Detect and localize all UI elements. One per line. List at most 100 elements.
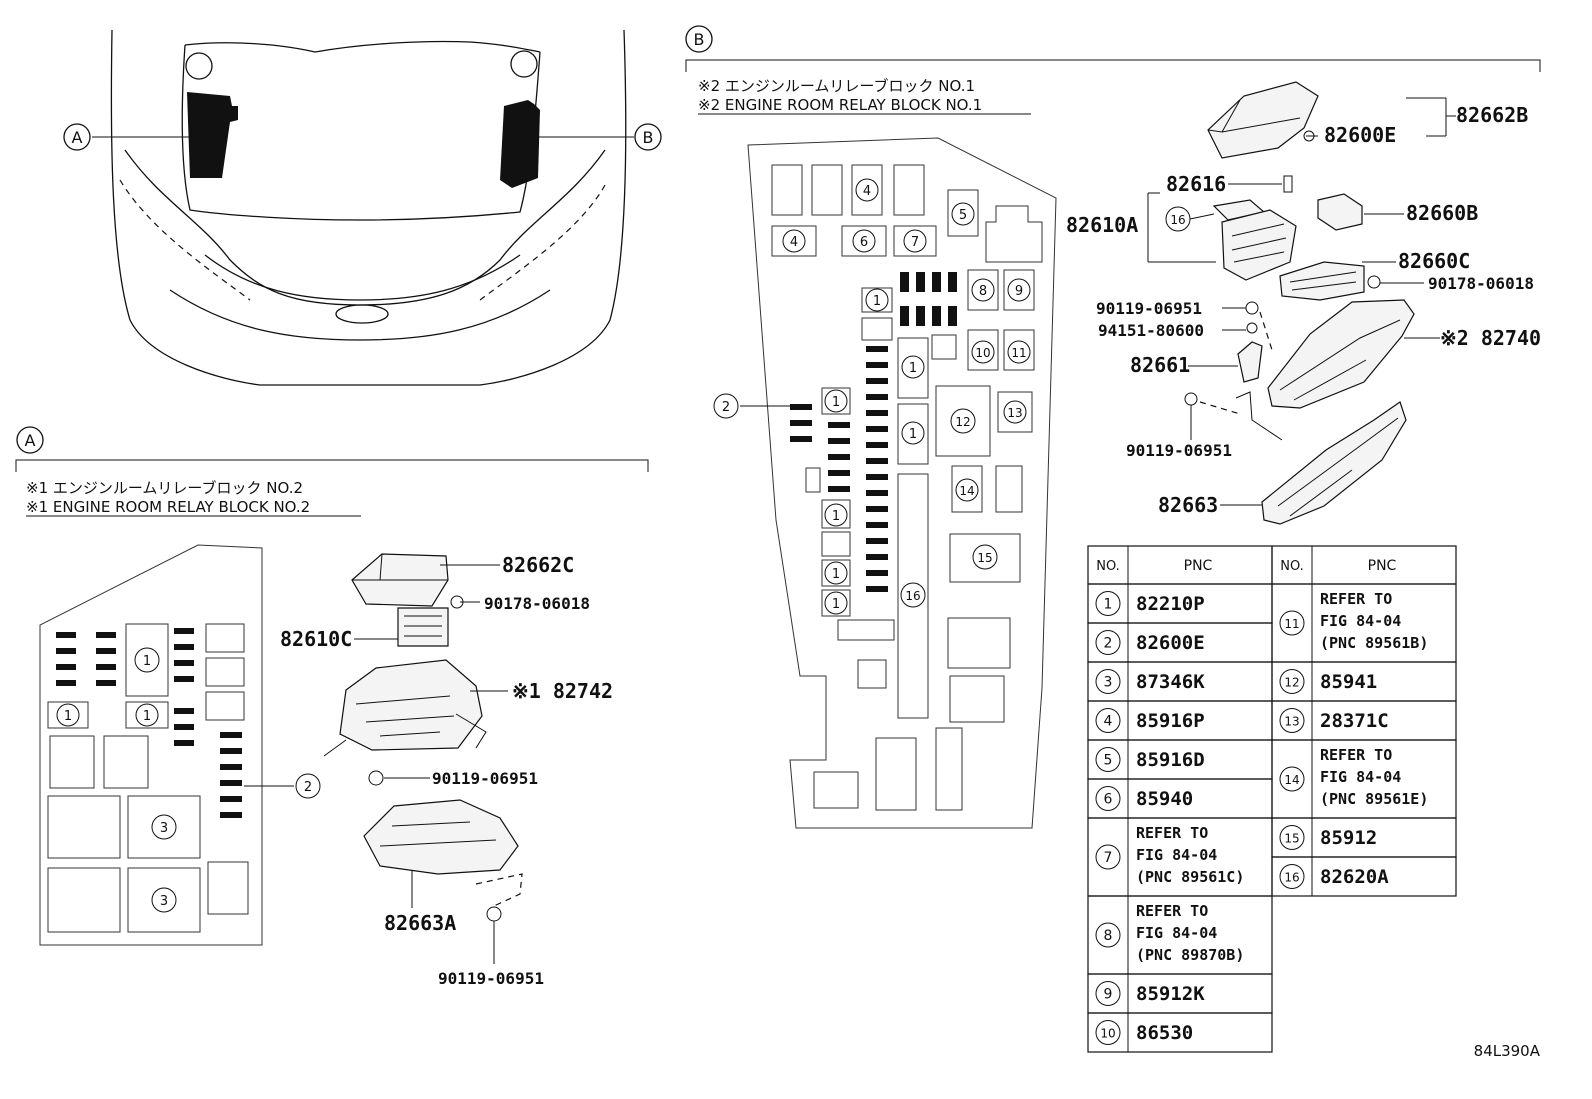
- section-a-note-en: ※1 ENGINE ROOM RELAY BLOCK NO.2: [26, 498, 310, 516]
- section-b-exploded-parts: 16 82662B 82600E 82616 82610A 82660B 826…: [1066, 81, 1541, 525]
- section-b-note-jp: ※2 エンジンルームリレーブロック NO.1: [698, 77, 975, 95]
- part-label: 90119-06951: [438, 969, 544, 988]
- table-no: 4: [1104, 714, 1113, 730]
- table-no: 14: [1284, 773, 1299, 787]
- svg-text:A: A: [25, 431, 36, 450]
- table-no: 2: [1104, 636, 1113, 652]
- table-pnc: 85940: [1136, 788, 1193, 810]
- table-pnc: 85916P: [1136, 710, 1205, 732]
- part-label: 82600E: [1324, 123, 1396, 147]
- svg-text:3: 3: [160, 894, 168, 909]
- table-pnc: (PNC 89870B): [1136, 946, 1244, 964]
- part-label: 90119-06951: [1126, 441, 1232, 460]
- table-no: 7: [1104, 850, 1113, 866]
- svg-text:2: 2: [722, 400, 730, 415]
- svg-text:4: 4: [863, 184, 871, 199]
- svg-text:5: 5: [959, 208, 967, 223]
- callout-b: B: [634, 123, 662, 151]
- part-label: 82662B: [1456, 103, 1528, 127]
- svg-text:16: 16: [1170, 213, 1185, 227]
- car-front-view: [92, 29, 634, 386]
- part-label: ※1 82742: [512, 679, 613, 703]
- table-no: 11: [1284, 617, 1299, 631]
- svg-text:10: 10: [975, 346, 990, 360]
- table-pnc: FIG 84-04: [1136, 924, 1217, 942]
- part-label: 94151-80600: [1098, 321, 1204, 340]
- table-row: 8 REFER TO FIG 84-04 (PNC 89870B): [1087, 895, 1273, 975]
- relay-block-no1-layout: 4 5 4 6 7 8 9 1 10 11 1 2 1 12 13 1 14 1…: [713, 137, 1057, 829]
- part-label: 90119-06951: [1096, 299, 1202, 318]
- table-pnc: 85912: [1320, 827, 1377, 849]
- svg-text:7: 7: [911, 235, 919, 250]
- table-pnc: 28371C: [1320, 710, 1389, 732]
- table-no: 16: [1284, 871, 1299, 885]
- table-header: NO.: [1096, 559, 1120, 574]
- table-header: PNC: [1368, 558, 1397, 574]
- table-pnc: 82620A: [1320, 866, 1389, 888]
- svg-text:1: 1: [832, 567, 840, 582]
- table-row: 4 85916P: [1087, 700, 1273, 741]
- relay-block-no2-layout: 1 1 1 3 3 2: [39, 544, 321, 946]
- table-pnc: FIG 84-04: [1320, 612, 1401, 630]
- svg-text:15: 15: [977, 551, 992, 565]
- table-header: NO.: [1280, 559, 1304, 574]
- svg-text:1: 1: [832, 597, 840, 612]
- section-b-header: B ※2 エンジンルームリレーブロック NO.1 ※2 ENGINE ROOM …: [685, 25, 1541, 115]
- table-no: 5: [1104, 753, 1113, 769]
- table-row: 11 REFER TO FIG 84-04 (PNC 89561B): [1271, 583, 1457, 663]
- section-a-note-jp: ※1 エンジンルームリレーブロック NO.2: [26, 479, 303, 497]
- svg-text:4: 4: [790, 235, 798, 250]
- section-a-header: A ※1 エンジンルームリレーブロック NO.2 ※1 ENGINE ROOM …: [15, 426, 649, 517]
- section-b-note-en: ※2 ENGINE ROOM RELAY BLOCK NO.1: [698, 96, 982, 114]
- svg-text:1: 1: [143, 709, 151, 724]
- table-row: 9 85912K: [1087, 973, 1273, 1014]
- svg-text:A: A: [72, 128, 83, 147]
- svg-text:3: 3: [160, 821, 168, 836]
- svg-text:11: 11: [1011, 346, 1026, 360]
- part-label: 82660B: [1406, 201, 1478, 225]
- table-pnc: 82210P: [1136, 593, 1205, 615]
- table-pnc: REFER TO: [1320, 746, 1392, 764]
- table-no: 1: [1104, 597, 1113, 613]
- table-no: 9: [1104, 987, 1113, 1003]
- table-row: 2 82600E: [1087, 622, 1273, 663]
- table-pnc: 85912K: [1136, 983, 1205, 1005]
- svg-text:1: 1: [909, 361, 917, 376]
- table-row: 1 82210P: [1087, 583, 1273, 624]
- svg-text:1: 1: [832, 395, 840, 410]
- table-pnc: 85916D: [1136, 749, 1205, 771]
- svg-text:16: 16: [905, 589, 920, 603]
- svg-text:1: 1: [873, 294, 881, 309]
- table-pnc: (PNC 89561B): [1320, 634, 1428, 652]
- table-row: 5 85916D: [1087, 739, 1273, 780]
- part-label: 90178-06018: [484, 594, 590, 613]
- table-pnc: REFER TO: [1320, 590, 1392, 608]
- table-no: 10: [1100, 1027, 1115, 1041]
- table-row: 15 85912: [1271, 817, 1457, 858]
- table-pnc: REFER TO: [1136, 902, 1208, 920]
- table-pnc: REFER TO: [1136, 824, 1208, 842]
- table-no: 3: [1104, 675, 1113, 691]
- part-label: 82663A: [384, 911, 456, 935]
- table-row: 14 REFER TO FIG 84-04 (PNC 89561E): [1271, 739, 1457, 819]
- svg-text:1: 1: [909, 427, 917, 442]
- table-no: 8: [1104, 928, 1113, 944]
- table-pnc: FIG 84-04: [1320, 768, 1401, 786]
- table-no: 12: [1284, 676, 1299, 690]
- table-pnc: (PNC 89561C): [1136, 868, 1244, 886]
- svg-text:B: B: [694, 30, 705, 49]
- figure-code: 84L390A: [1474, 1042, 1541, 1060]
- table-pnc: 82600E: [1136, 632, 1205, 654]
- section-a-exploded-parts: 82662C 90178-06018 82610C ※1 82742 90119…: [280, 553, 613, 988]
- table-no: 15: [1284, 832, 1299, 846]
- svg-text:8: 8: [979, 284, 987, 299]
- svg-text:2: 2: [304, 780, 312, 795]
- part-label: 82616: [1166, 172, 1226, 196]
- table-pnc: (PNC 89561E): [1320, 790, 1428, 808]
- svg-text:1: 1: [143, 654, 151, 669]
